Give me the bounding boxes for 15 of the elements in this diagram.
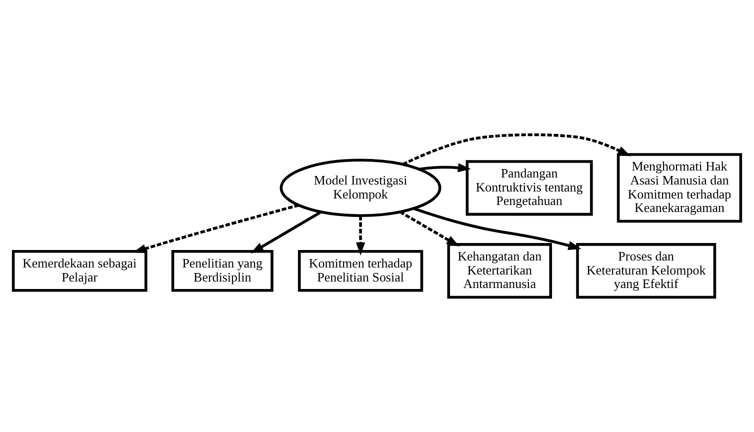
arrow (356, 216, 366, 256)
arrow (250, 210, 322, 254)
node-box: Kehangatan dan Ketertarikan Antarmanusia (447, 243, 552, 299)
node-ellipse: Model Investigasi Kelompok (280, 158, 442, 217)
arrow (402, 133, 631, 166)
arrow (133, 204, 300, 254)
node-box: Proses dan Keteraturan Kelompok yang Efektif (576, 243, 716, 299)
node-box: Kemerdekaan sebagai Pelajar (12, 250, 148, 292)
node-box: Penelitian yang Berdisiplin (171, 250, 274, 292)
arrow (412, 207, 582, 250)
node-box: Menghormati Hak Asasi Manusia dan Komitmen terhadap Keanekaragaman (616, 153, 742, 223)
node-box: Pandangan Kontruktivis tentang Pengetahuan (466, 160, 593, 216)
node-box: Komitmen terhadap Penelitian Sosial (298, 250, 424, 292)
arrow (418, 163, 471, 172)
arrow (399, 210, 460, 247)
